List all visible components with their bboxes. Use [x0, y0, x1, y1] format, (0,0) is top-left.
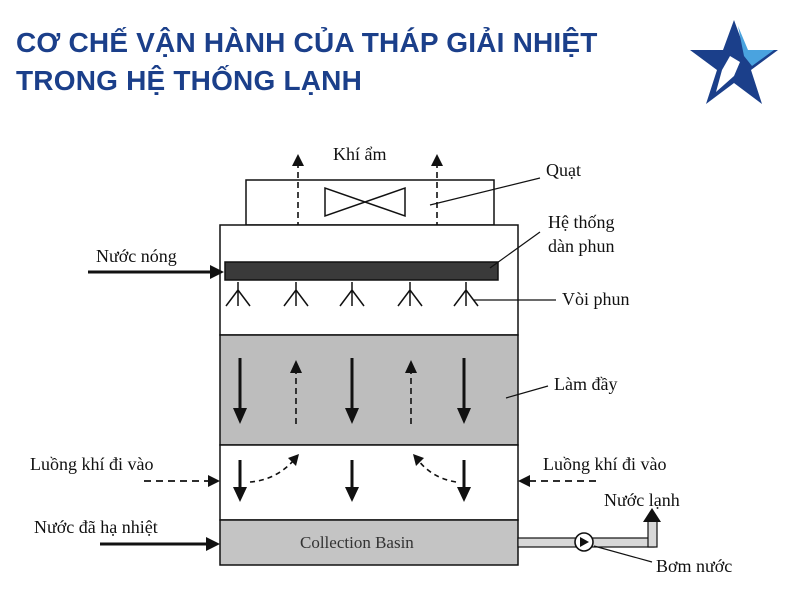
air-inlet-right-arrow: [518, 475, 596, 487]
hot-water-inlet-arrow: [88, 265, 224, 279]
label-fill: Làm đầy: [554, 374, 617, 394]
label-spray-system-2: dàn phun: [548, 236, 615, 256]
label-cold-water: Nước lạnh: [604, 490, 680, 510]
air-inlet-section: [219, 444, 519, 521]
spray-nozzles: [225, 282, 479, 307]
air-up-arrows: [290, 360, 417, 424]
label-moist-air: Khí ẩm: [333, 144, 387, 164]
leader-lines: [429, 177, 653, 563]
collection-basin: [219, 519, 519, 566]
label-hot-water: Nước nóng: [96, 246, 177, 266]
label-cooled-water: Nước đã hạ nhiệt: [34, 517, 158, 537]
label-pump: Bơm nước: [656, 556, 732, 576]
lower-water-arrows: [233, 460, 471, 502]
moist-air-arrows: [292, 154, 443, 228]
label-air-in-left: Luồng khí đi vào: [30, 454, 154, 474]
label-basin: Collection Basin: [300, 533, 414, 552]
fan-icon: [324, 186, 406, 218]
fill-section: [219, 334, 519, 446]
title-line-2: TRONG HỆ THỐNG LẠNH: [16, 65, 363, 96]
star-logo-icon: [690, 20, 778, 104]
pump-pipeline: [517, 508, 661, 552]
cooled-water-arrow: [100, 537, 220, 551]
label-fan: Quạt: [546, 160, 581, 180]
title-line-1: CƠ CHẾ VẬN HÀNH CỦA THÁP GIẢI NHIỆT: [16, 27, 598, 58]
label-air-in-right: Luồng khí đi vào: [543, 454, 667, 474]
water-down-arrows: [233, 358, 471, 424]
label-nozzles: Vòi phun: [562, 289, 630, 309]
lower-air-curved-arrows: [249, 459, 457, 483]
page-title: CƠ CHẾ VẬN HÀNH CỦA THÁP GIẢI NHIỆT TRON…: [16, 24, 656, 100]
spray-header-pipe: [224, 261, 499, 281]
label-spray-system-1: Hệ thống: [548, 212, 615, 232]
air-inlet-left-arrow: [144, 475, 220, 487]
